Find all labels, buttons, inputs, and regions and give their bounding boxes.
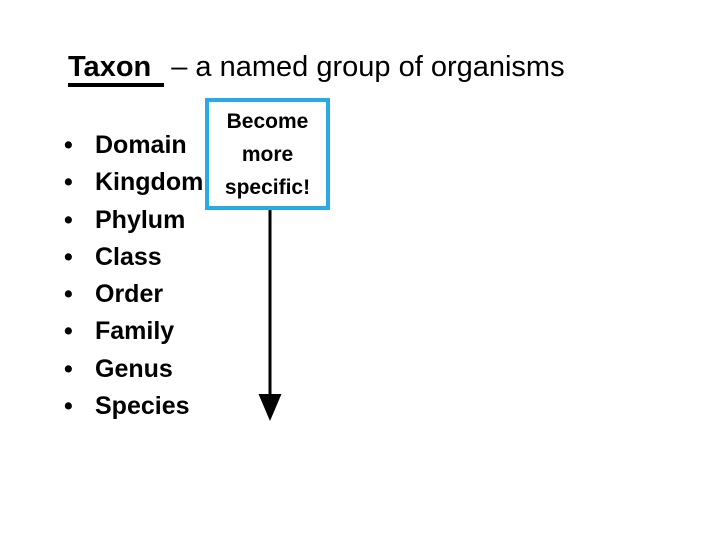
bullet-icon: •: [64, 242, 73, 271]
callout-line: specific!: [224, 175, 311, 199]
list-item: • Phylum: [64, 202, 203, 239]
bullet-icon: •: [64, 205, 73, 234]
title-term: Taxon: [68, 51, 165, 87]
list-item: • Kingdom: [64, 164, 203, 201]
bullet-icon: •: [64, 168, 73, 197]
bullet-icon: •: [64, 354, 73, 383]
taxon-level-label: Species: [95, 392, 190, 421]
page-title: Taxon– a named group of organisms: [68, 48, 565, 87]
taxonomy-list: • Domain • Kingdom • Phylum • Class • Or…: [64, 127, 203, 425]
taxon-level-label: Genus: [95, 354, 173, 383]
callout-line: Become: [226, 109, 309, 133]
bullet-icon: •: [64, 317, 73, 346]
bullet-icon: •: [64, 280, 73, 309]
bullet-icon: •: [64, 131, 73, 159]
callout-line: more: [241, 142, 294, 166]
list-item: • Species: [64, 388, 203, 425]
taxon-level-label: Family: [95, 317, 175, 346]
taxon-level-label: Order: [95, 280, 164, 309]
taxon-level-label: Kingdom: [95, 168, 204, 197]
down-arrow-icon: [258, 208, 282, 421]
list-item: • Class: [64, 239, 203, 276]
list-item: • Order: [64, 276, 203, 313]
list-item: • Domain: [64, 127, 203, 164]
become-more-specific-callout: Become more specific!: [205, 98, 330, 210]
arrow-head: [258, 394, 282, 421]
taxon-level-label: Class: [95, 242, 162, 271]
taxon-level-label: Phylum: [95, 205, 186, 234]
bullet-icon: •: [64, 392, 73, 421]
title-definition: – a named group of organisms: [171, 51, 565, 83]
list-item: • Genus: [64, 351, 203, 388]
list-item: • Family: [64, 313, 203, 350]
taxon-level-label: Domain: [95, 131, 187, 159]
